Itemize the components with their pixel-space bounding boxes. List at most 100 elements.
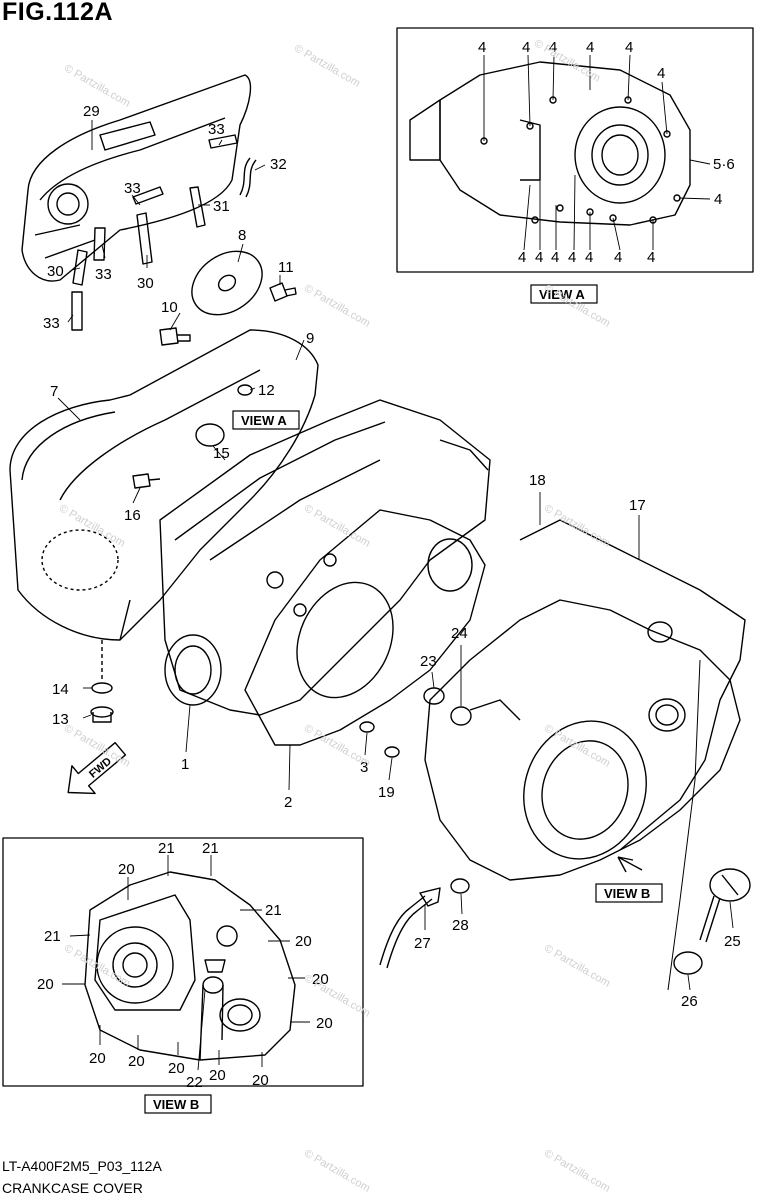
view-a-frame: [396, 27, 754, 273]
view-a-callout-t2: 4: [522, 39, 530, 56]
callout-30-right: 30: [137, 275, 154, 292]
view-a-callout-t5: 4: [625, 39, 633, 56]
view-a-callout-t6: 4: [657, 65, 665, 82]
view-a-callout-b5: 4: [585, 249, 593, 266]
view-b-callout-20-i: 20: [209, 1067, 226, 1084]
callout-25: 25: [724, 933, 741, 950]
view-b-callout-21-d: 21: [44, 928, 61, 945]
view-a-callout-b6: 4: [614, 249, 622, 266]
callout-31: 31: [213, 198, 230, 215]
callout-29: 29: [83, 103, 100, 120]
svg-text:VIEW A: VIEW A: [241, 413, 287, 428]
view-a-callout-b7: 4: [647, 249, 655, 266]
callout-8: 8: [238, 227, 246, 244]
washer-part-14: [91, 682, 113, 694]
callout-labels: 29 33 32 33 31 8 33 30 30 11 33 10 9 7 1…: [43, 103, 741, 1010]
view-b-callout-21-c: 21: [265, 902, 282, 919]
view-b-callout-box: VIEW B: [595, 883, 663, 903]
callout-33-top: 33: [208, 121, 225, 138]
view-b-arrow: [617, 856, 643, 873]
gasket-part-18: [519, 519, 746, 851]
callout-33-mid: 33: [124, 180, 141, 197]
callout-9: 9: [306, 330, 314, 347]
crankcase-cover-part-17: [424, 599, 741, 881]
outer-cover-part-7: [9, 329, 319, 641]
view-b-callout-22: 22: [186, 1074, 203, 1091]
bolt-part-16: [132, 473, 161, 489]
dowel-part-19: [384, 746, 400, 758]
view-b-callout-20-d: 20: [37, 976, 54, 993]
oring-part-26: [673, 951, 703, 975]
view-b-callout-20-j: 20: [252, 1072, 269, 1089]
view-b-callout-20-g: 20: [128, 1053, 145, 1070]
svg-text:VIEW B: VIEW B: [153, 1097, 199, 1112]
view-a-callout-t3: 4: [549, 39, 557, 56]
callout-11: 11: [278, 259, 294, 276]
figure-name: CRANKCASE COVER: [2, 1180, 143, 1196]
callout-12: 12: [258, 382, 275, 399]
figure-title: FIG.112A: [2, 0, 113, 26]
callout-10: 10: [161, 299, 178, 316]
callout-14: 14: [52, 681, 69, 698]
view-a-drawing: [409, 61, 691, 226]
view-b-frame: [2, 837, 364, 1087]
dowel-part-12: [237, 384, 253, 396]
callout-27: 27: [414, 935, 431, 952]
figure-code: LT-A400F2M5_P03_112A: [2, 1158, 162, 1174]
gasket-part-2: [244, 509, 486, 746]
callout-30-left: 30: [47, 263, 64, 280]
seal-plate-part-8: [191, 250, 263, 316]
callout-23: 23: [420, 653, 437, 670]
bolt-part-10: [159, 327, 191, 346]
callout-33-low: 33: [95, 266, 112, 283]
view-b-callout-20-h: 20: [168, 1060, 185, 1077]
oring-part-15: [195, 423, 225, 447]
washer-part-28: [450, 878, 470, 894]
callout-3: 3: [360, 759, 368, 776]
hose-part-27: [379, 887, 441, 969]
bolt-part-11: [269, 282, 297, 302]
view-b-callout-20-f: 20: [89, 1050, 106, 1067]
callout-32: 32: [270, 156, 287, 173]
rubber-strips: [71, 134, 257, 331]
dipstick-part-25: [699, 868, 751, 943]
callout-7: 7: [50, 383, 58, 400]
callout-26: 26: [681, 993, 698, 1010]
callout-15: 15: [213, 445, 230, 462]
outer-guard-part-29: [21, 74, 252, 282]
view-b-drawing: [84, 871, 296, 1061]
view-a-callout-t4: 4: [586, 39, 594, 56]
seal-part-24: [450, 706, 472, 726]
svg-text:VIEW B: VIEW B: [604, 886, 650, 901]
view-a-callouts: 4 4 4 4 4 4 5·6 4 4 4 4 4 4 4 4: [478, 39, 735, 266]
view-b-callout-20-e: 20: [316, 1015, 333, 1032]
view-b-callout-21-a: 21: [158, 840, 175, 857]
view-a-callout-b3: 4: [551, 249, 559, 266]
view-a-callout-box: VIEW A: [232, 410, 300, 430]
view-a-callout-t1: 4: [478, 39, 486, 56]
callout-28: 28: [452, 917, 469, 934]
callout-19: 19: [378, 784, 395, 801]
view-b-callout-20-b: 20: [295, 933, 312, 950]
callout-13: 13: [52, 711, 69, 728]
view-a-callout-r2: 4: [714, 191, 722, 208]
callout-16: 16: [124, 507, 141, 524]
callout-24: 24: [451, 625, 468, 642]
view-b-callout-20-c: 20: [312, 971, 329, 988]
view-a-callout-r1: 5·6: [713, 156, 735, 173]
callout-18: 18: [529, 472, 546, 489]
view-b-callout-21-b: 21: [202, 840, 219, 857]
callout-2: 2: [284, 794, 292, 811]
plug-part-13: [90, 706, 114, 723]
view-a-callout-b4: 4: [568, 249, 576, 266]
crankcase-part-1: [159, 399, 491, 716]
callout-1: 1: [181, 756, 189, 773]
view-b-callouts: 21 21 20 21 21 20 20 20 20 20 20 20 20 2…: [37, 840, 333, 1091]
svg-text:VIEW A: VIEW A: [539, 287, 585, 302]
view-a-callout-b1: 4: [518, 249, 526, 266]
callout-33-bottom: 33: [43, 315, 60, 332]
view-a-callout-b2: 4: [535, 249, 543, 266]
view-b-label-box: VIEW B: [144, 1094, 212, 1114]
view-b-callout-20-a: 20: [118, 861, 135, 878]
